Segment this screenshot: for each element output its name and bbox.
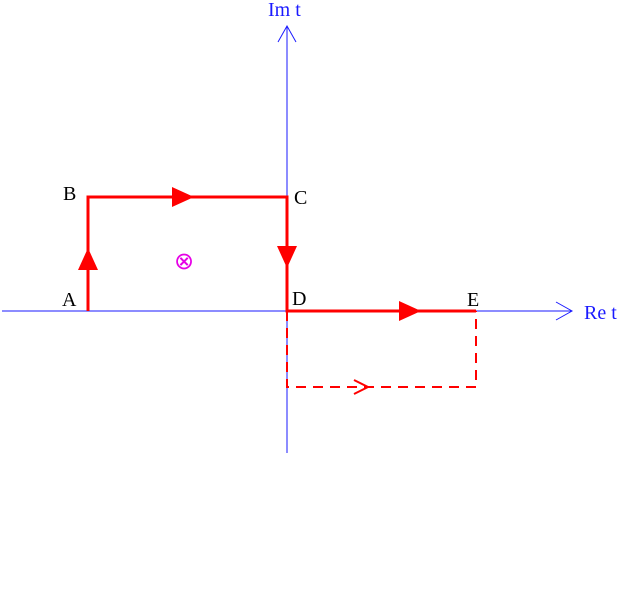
real-axis-arrowhead-icon — [555, 301, 574, 321]
arrow-up-icon — [78, 248, 98, 270]
axes: Im t Re t — [2, 0, 617, 453]
imaginary-axis-arrowhead-icon — [277, 24, 297, 43]
circled-times-icon: ⊗ — [174, 247, 194, 275]
point-label-d: D — [292, 288, 306, 310]
deformed-contour — [286, 311, 477, 395]
real-axis-label: Re t — [584, 302, 617, 324]
point-label-a: A — [62, 289, 77, 311]
imaginary-axis-label: Im t — [268, 0, 301, 21]
point-label-b: B — [63, 183, 76, 205]
open-arrow-right-icon — [353, 379, 371, 395]
contour — [78, 187, 476, 321]
contour-path — [86, 195, 476, 313]
deformed-contour-path — [286, 311, 477, 388]
arrow-right-icon — [172, 187, 194, 207]
arrow-right-icon — [399, 301, 421, 321]
point-labels: A B C D E — [62, 183, 479, 311]
arrow-down-icon — [277, 246, 297, 268]
point-label-c: C — [294, 187, 307, 209]
point-label-e: E — [467, 289, 479, 311]
